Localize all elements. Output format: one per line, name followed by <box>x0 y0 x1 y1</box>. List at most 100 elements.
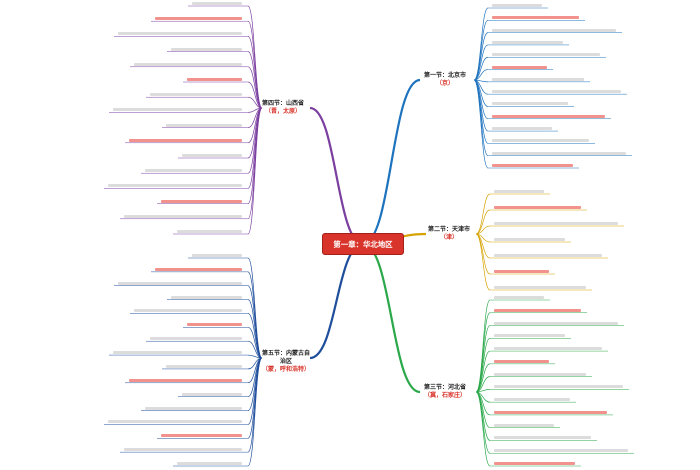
leaf-text-shanxi <box>113 108 242 112</box>
leaf-text-hebei <box>494 436 591 440</box>
section-beijing-title: 第一节：北京市 <box>424 72 467 79</box>
section-beijing[interactable]: 第一节：北京市 （京） <box>424 72 466 88</box>
leaf-text-hebei <box>494 359 549 363</box>
sub-branch-hebei <box>475 376 491 393</box>
sub-branch-beijing <box>473 56 489 81</box>
section-neimeng-title: 第五节：内蒙古自治区 <box>262 350 311 365</box>
sub-branch-hebei <box>475 391 491 441</box>
sub-branch-tianjin <box>475 233 491 275</box>
leaf-text-neimeng <box>161 434 242 438</box>
sub-branch-tianjin <box>475 193 491 235</box>
sub-branch-tianjin <box>475 209 491 235</box>
section-hebei[interactable]: 第三节：河北省 （冀，石家庄） <box>424 384 466 400</box>
leaf-text-shanxi <box>155 17 242 21</box>
leaf-text-tianjin <box>494 206 581 209</box>
leaf-text-tianjin <box>494 254 602 257</box>
sub-branch-hebei <box>475 391 491 454</box>
leaf-text-neimeng <box>171 295 242 299</box>
leaf-text-beijing <box>492 77 584 81</box>
leaf-text-neimeng <box>187 323 242 327</box>
leaf-text-shanxi <box>182 154 242 157</box>
leaf-text-tianjin <box>494 222 618 225</box>
section-hebei-title: 第三节：河北省 <box>424 384 467 391</box>
leaf-text-shanxi <box>177 230 242 233</box>
leaf-text-shanxi <box>171 47 242 51</box>
sub-branch-neimeng <box>247 326 263 359</box>
leaf-text-shanxi <box>166 123 242 127</box>
leaf-text-neimeng <box>155 267 242 271</box>
section-tianjin-abbr: （津） <box>440 234 459 241</box>
section-shanxi-title: 第四节：山西省 <box>262 100 305 107</box>
leaf-text-neimeng <box>150 337 242 341</box>
sub-branch-hebei <box>475 350 491 393</box>
leaf-text-hebei <box>494 308 581 312</box>
sub-branch-neimeng <box>247 285 263 359</box>
leaf-text-hebei <box>494 423 554 427</box>
leaf-text-hebei <box>494 296 544 299</box>
sub-branch-tianjin <box>475 225 491 235</box>
sub-branch-beijing <box>473 79 489 169</box>
leaf-text-shanxi <box>108 184 242 188</box>
leaf-text-hebei <box>494 398 570 402</box>
leaf-text-beijing <box>492 90 621 94</box>
sub-branch-tianjin <box>475 233 491 291</box>
sub-branch-beijing <box>473 44 489 81</box>
sub-branch-hebei <box>475 325 491 393</box>
sub-branch-hebei <box>475 391 491 467</box>
leaf-text-shanxi <box>145 169 242 173</box>
leaf-text-shanxi <box>161 199 242 203</box>
leaf-text-hebei <box>494 372 586 376</box>
section-beijing-abbr: （京） <box>436 80 455 87</box>
leaf-text-beijing <box>492 151 626 155</box>
sub-branch-neimeng <box>247 340 263 359</box>
central-topic-label: 第一章：华北地区 <box>333 239 393 249</box>
leaf-text-neimeng <box>177 462 242 465</box>
sub-branch-neimeng <box>247 357 263 453</box>
leaf-text-beijing <box>492 127 552 131</box>
sub-branch-shanxi <box>247 107 263 235</box>
sub-branch-shanxi <box>247 81 263 109</box>
leaf-text-hebei <box>494 347 602 351</box>
section-tianjin[interactable]: 第二节：天津市 （津） <box>428 226 470 242</box>
leaf-text-shanxi <box>124 214 242 218</box>
leaf-text-beijing <box>492 4 542 7</box>
branch-beijing <box>362 78 421 246</box>
leaf-text-shanxi <box>118 32 242 36</box>
leaf-text-shanxi <box>129 138 242 142</box>
central-topic[interactable]: 第一章：华北地区 <box>322 233 404 255</box>
branch-shanxi <box>309 106 364 246</box>
leaf-text-beijing <box>492 114 605 118</box>
branch-neimeng <box>309 242 364 360</box>
leaf-text-neimeng <box>145 406 242 410</box>
leaf-text-shanxi <box>134 62 242 66</box>
section-neimeng-abbr: （蒙，呼和浩特） <box>262 366 311 373</box>
leaf-text-hebei <box>494 321 618 325</box>
sub-branch-neimeng <box>247 357 263 467</box>
leaf-text-neimeng <box>192 254 242 257</box>
leaf-text-beijing <box>492 164 573 167</box>
section-neimeng[interactable]: 第五节：内蒙古自治区 （蒙，呼和浩特） <box>262 350 310 374</box>
leaf-text-beijing <box>492 102 568 106</box>
leaf-text-hebei <box>494 462 575 465</box>
section-shanxi[interactable]: 第四节：山西省 （晋，太原） <box>262 100 304 116</box>
section-hebei-abbr: （冀，石家庄） <box>424 392 467 399</box>
leaf-text-tianjin <box>494 286 586 289</box>
sub-branch-neimeng <box>247 313 263 359</box>
leaf-text-neimeng <box>182 392 242 396</box>
leaf-text-shanxi <box>192 2 242 5</box>
leaf-text-tianjin <box>494 238 565 241</box>
leaf-text-tianjin <box>494 190 544 193</box>
sub-branch-shanxi <box>247 66 263 109</box>
leaf-text-beijing <box>492 65 547 69</box>
leaf-text-neimeng <box>124 448 242 452</box>
leaf-text-hebei <box>494 410 607 414</box>
sub-branch-shanxi <box>247 36 263 109</box>
sub-branch-hebei <box>475 363 491 393</box>
leaf-text-neimeng <box>166 364 242 368</box>
leaf-text-neimeng <box>108 420 242 424</box>
leaf-text-tianjin <box>494 270 549 273</box>
leaf-text-hebei <box>494 449 628 453</box>
leaf-text-neimeng <box>129 378 242 382</box>
